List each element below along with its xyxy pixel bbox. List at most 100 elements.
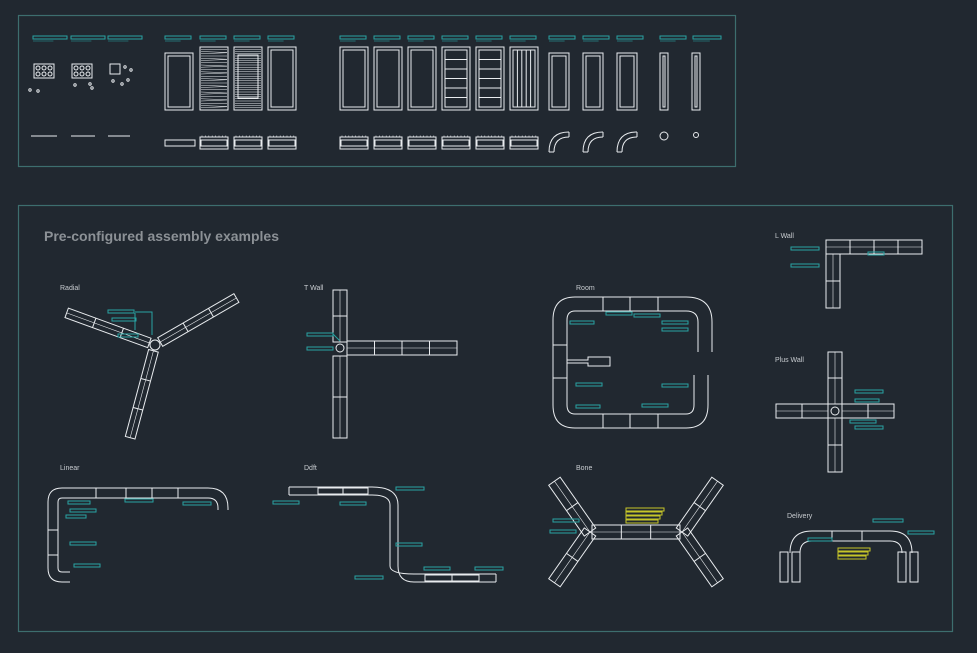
callout-tag: [641, 403, 669, 408]
callout-tag: [661, 327, 689, 332]
callout-tag: [267, 35, 295, 40]
dot: [129, 68, 133, 72]
panel-elevation: [233, 46, 263, 111]
panel-elevation: [164, 52, 194, 111]
panel-plan: [267, 135, 297, 150]
curved-panel-plan: [616, 131, 638, 153]
callout-tag: [117, 333, 139, 338]
label-l-wall: L Wall: [775, 233, 794, 240]
callout-tag: [849, 419, 877, 424]
bone-arm: [675, 527, 724, 588]
callout-tag: [633, 313, 661, 318]
callout-tag: [807, 537, 833, 542]
callout-tag: [659, 35, 687, 40]
callout-tag: [790, 263, 820, 268]
callout-tag: [582, 35, 610, 40]
furniture-symbol: [71, 63, 93, 79]
dot: [73, 83, 77, 87]
label-plus-wall: Plus Wall: [775, 357, 804, 364]
callout-tag: [616, 35, 644, 40]
radial-arm: [64, 307, 152, 349]
callout-tag: [423, 566, 451, 571]
callout-tag: [339, 501, 367, 506]
panel-elevation: [267, 46, 297, 111]
assembly-l-wall: [790, 239, 923, 309]
callout-tag: [354, 575, 384, 580]
label-linear: Linear: [60, 465, 80, 472]
post-plan: [693, 132, 699, 138]
panel-elevation: [339, 46, 369, 111]
callout-tag: [474, 566, 504, 571]
panel-elevation: [659, 52, 669, 111]
callout-tag: [837, 547, 871, 552]
callout-tag: [854, 425, 884, 430]
panel-elevation: [691, 52, 701, 111]
callout-tag: [575, 404, 601, 409]
panel-plan: [199, 135, 229, 150]
curved-panel-plan: [548, 131, 570, 153]
dot: [36, 89, 40, 93]
callout-tag: [549, 529, 577, 534]
callout-tag: [373, 35, 401, 40]
callout-tag: [625, 519, 659, 524]
callout-tag: [509, 35, 537, 40]
callout-tag: [661, 383, 689, 388]
callout-tag: [73, 563, 101, 568]
label-room: Room: [576, 285, 595, 292]
callout-tag: [872, 518, 904, 523]
post-plan: [659, 131, 669, 141]
assembly-ddft: [272, 486, 504, 583]
callout-tag: [32, 35, 68, 40]
wall-segment: [346, 340, 458, 356]
component-legend-panel: [28, 35, 722, 153]
callout-tag: [625, 515, 661, 520]
callout-tag: [69, 508, 97, 513]
assembly-bone: [548, 476, 724, 588]
panel-elevation: [199, 46, 229, 111]
wall-segment: [841, 403, 895, 419]
callout-tag: [407, 35, 435, 40]
panel-plan: [164, 139, 196, 147]
furniture-symbol: [109, 63, 121, 75]
panel-elevation: [407, 46, 437, 111]
dot: [111, 79, 115, 83]
label-delivery: Delivery: [787, 513, 813, 520]
panel-elevation: [441, 46, 471, 111]
label-radial: Radial: [60, 285, 80, 292]
callout-tag: [867, 251, 885, 256]
panel-plan: [509, 135, 539, 150]
connector: [335, 343, 345, 353]
callout-tag: [306, 332, 334, 337]
callout-tag: [199, 35, 227, 40]
panel-elevation: [509, 46, 539, 111]
callout-tag: [339, 35, 367, 40]
callout-tag: [107, 35, 143, 40]
wall-segment: [827, 417, 843, 473]
callout-tag: [548, 35, 576, 40]
dot: [120, 82, 124, 86]
wall-segment: [825, 239, 923, 255]
callout-tag: [692, 35, 722, 40]
wall-segment: [827, 351, 843, 405]
callout-tag: [441, 35, 469, 40]
panel-elevation: [616, 52, 638, 111]
wall-segment: [591, 524, 681, 540]
assembly-radial: [64, 292, 240, 440]
dot: [123, 65, 127, 69]
wall-segment: [825, 253, 841, 309]
side-panel: [909, 551, 919, 583]
callout-tag: [625, 507, 665, 512]
label-ddft: Ddft: [304, 465, 317, 472]
assembly-plus-wall: [775, 351, 895, 473]
dot: [126, 78, 130, 82]
wall-segment: [775, 403, 829, 419]
panel-plan: [233, 135, 263, 150]
assembly-delivery: [779, 518, 935, 583]
panel-plan: [339, 135, 369, 150]
assembly-linear: [47, 487, 229, 583]
bone-arm: [548, 476, 597, 537]
panel-plan: [373, 135, 403, 150]
callout-tag: [837, 555, 867, 560]
panel-elevation: [475, 46, 505, 111]
